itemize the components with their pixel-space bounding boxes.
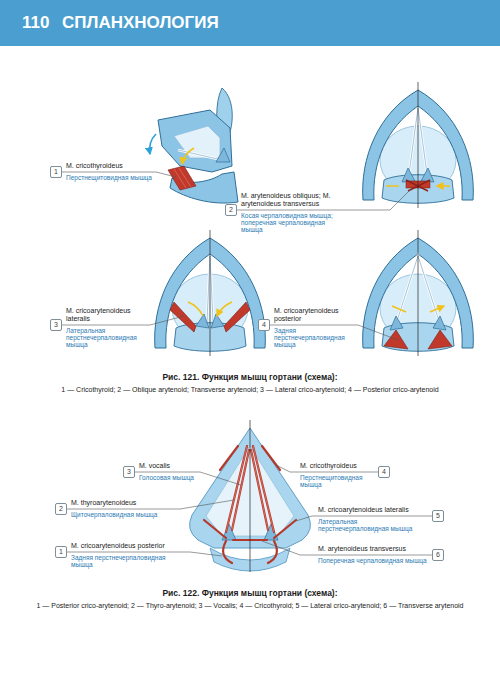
muscle: [268, 541, 277, 563]
callout-box: 3: [123, 466, 135, 478]
muscle-highlight: [232, 450, 249, 530]
muscle-highlight: [253, 446, 274, 532]
muscle: [262, 446, 280, 470]
callout-number: 1: [59, 548, 63, 555]
russian-term: Голосовая мышца: [139, 474, 194, 481]
russian-term: Перстнещитовидная мышца: [300, 474, 374, 489]
latin-term: M. arytenoideus obliquus; M. arytenoideu…: [241, 192, 345, 208]
callout-number: 1: [54, 168, 58, 175]
russian-term: Задняя перстнечерпаловидная мышца: [274, 327, 352, 349]
page-title: СПЛАНХНОЛОГИЯ: [62, 13, 219, 33]
leader-line: [237, 188, 412, 210]
midline: [418, 82, 419, 208]
muscle: [204, 520, 226, 538]
callout-box: 5: [432, 510, 444, 522]
callout-box: 3: [50, 319, 62, 331]
callout-box: 4: [258, 319, 270, 331]
header-band: [0, 0, 500, 46]
page-number: 110: [22, 13, 49, 33]
latin-term: M. cricothyroideus: [300, 462, 357, 470]
latin-term: M. thyroarytenoideus: [71, 499, 136, 507]
latin-term: M. vocalis: [139, 462, 170, 470]
midline: [210, 230, 211, 356]
latin-term: M. cricothyroideus: [66, 162, 123, 170]
latin-term: M. arytenoideus transversus: [318, 545, 406, 553]
leader-line: [135, 472, 241, 485]
russian-term: Латеральная перстнечерпаловидная мышца: [318, 518, 428, 533]
muscle-highlight: [251, 450, 268, 530]
callout-box: 2: [225, 204, 237, 216]
callout-number: 5: [436, 512, 440, 519]
larynx-schematic: [190, 420, 311, 572]
muscle: [168, 166, 196, 190]
larynx-top-view: [363, 230, 474, 356]
russian-term: Латеральная перстнечерпаловидная мышца: [66, 327, 146, 349]
callout-number: 2: [229, 206, 233, 213]
callout-box: 6: [432, 549, 444, 561]
callout-number: 3: [54, 321, 58, 328]
russian-term: Поперечная черпаловидная мышца: [318, 557, 427, 564]
russian-term: Косая черпаловидная мышца; поперечная че…: [241, 212, 345, 234]
arytenoid: [216, 148, 230, 162]
larynx-top-view: [363, 82, 474, 208]
muscle: [232, 450, 249, 530]
motion-arrow: [182, 148, 194, 164]
latin-term: M. cricoarytenoideus lateralis: [318, 506, 409, 514]
latin-term: M. cricoarytenoideus posterior: [71, 542, 165, 550]
muscle-fibres: [174, 168, 191, 188]
thyroid-cartilage: [158, 110, 232, 172]
russian-term: Перстнещитовидная мышца: [66, 174, 152, 181]
latin-term: M. cricoarytenoideus posterior: [274, 307, 352, 323]
caption-legend: 1 — Posterior crico-arytenoid; 2 — Thyro…: [20, 601, 480, 610]
russian-term: Щиточерпаловидная мышца: [71, 511, 157, 518]
callout-number: 6: [436, 551, 440, 558]
latin-term: M. cricoarytenoideus lateralis: [66, 307, 146, 323]
russian-term: Задняя перстнечерпаловидная мышца: [71, 554, 181, 569]
callout-number: 4: [382, 468, 386, 475]
motion-arrow: [150, 134, 156, 154]
midline: [250, 420, 251, 572]
leader-line: [262, 541, 432, 555]
figure-caption: Рис. 121. Функция мышц гортани (схема):: [20, 372, 480, 382]
larynx-lateral-view: [150, 88, 238, 203]
callout-number: 3: [127, 468, 131, 475]
muscle: [223, 541, 232, 563]
muscle-highlight: [226, 446, 247, 532]
larynx-top-view: [155, 230, 266, 356]
muscle: [251, 450, 268, 530]
figure-caption: Рис. 122. Функция мышц гортани (схема):: [20, 588, 480, 598]
callout-number: 4: [262, 321, 266, 328]
callout-number: 2: [59, 505, 63, 512]
midline: [418, 230, 419, 356]
callout-box: 4: [378, 466, 390, 478]
callout-box: 1: [50, 166, 62, 178]
muscle: [274, 520, 296, 538]
callout-box: 2: [55, 503, 67, 515]
leader-line: [67, 500, 234, 509]
callout-box: 1: [55, 546, 67, 558]
muscle: [220, 446, 238, 470]
caption-legend: 1 — Cricothyroid; 2 — Oblique arytenoid;…: [20, 385, 480, 394]
leader-line: [296, 516, 432, 521]
